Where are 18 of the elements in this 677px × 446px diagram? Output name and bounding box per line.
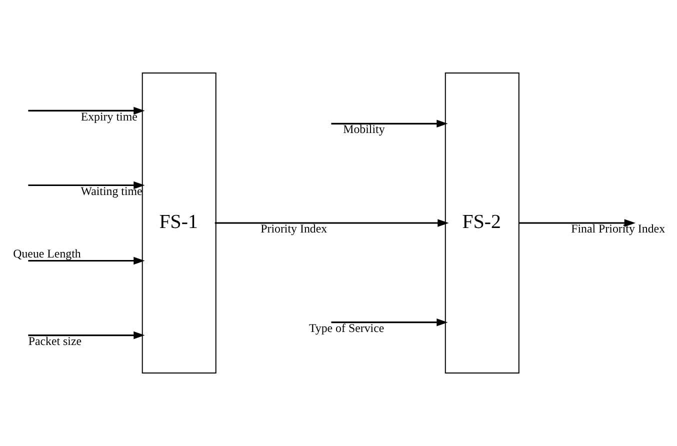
edge-label: Mobility [343,122,385,136]
edge-label: Queue Length [13,246,81,260]
edge-label: Expiry time [80,109,138,124]
node-box: FS-1 [142,72,216,374]
edge-label: Waiting time [80,184,142,198]
node-box: FS-2 [444,72,520,374]
arrow [518,219,636,227]
arrow [214,219,449,227]
arrow [331,318,448,326]
arrow [28,181,145,190]
edge-label: Type of Service [308,320,384,335]
edge-label: Final Priority Index [571,222,666,236]
arrow [28,256,145,265]
edge-label: Priority Index [260,222,328,236]
arrow [28,106,145,115]
edge-label: Packet size [28,334,82,348]
arrow [331,120,448,128]
arrow [28,331,145,340]
